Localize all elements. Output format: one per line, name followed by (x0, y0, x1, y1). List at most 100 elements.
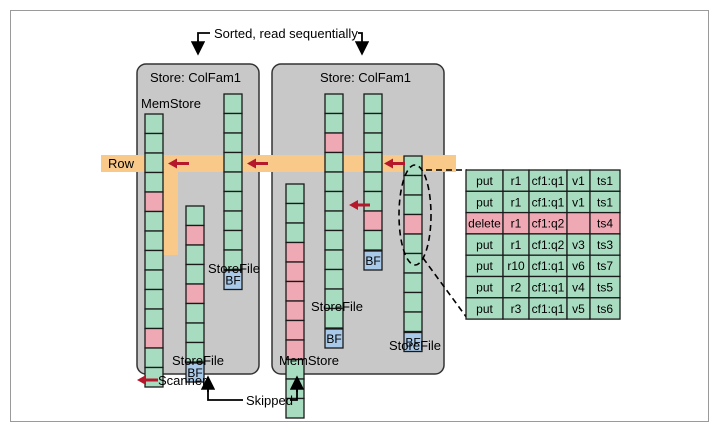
selection-highlight (398, 164, 432, 266)
keyvalue-table-text: r3 (511, 302, 522, 316)
keyvalue-cell (223, 132, 243, 154)
keyvalue-cell (144, 152, 164, 174)
storefile-label-1b: StoreFile (172, 353, 224, 368)
keyvalue-cell (144, 327, 164, 349)
keyvalue-cell (324, 93, 344, 115)
keyvalue-cell (324, 112, 344, 134)
store-title-1: Store: ColFam1 (150, 70, 241, 85)
keyvalue-cell (324, 171, 344, 193)
keyvalue-cell (223, 112, 243, 134)
keyvalue-table-text: r2 (511, 281, 522, 295)
scanner-arrow (247, 158, 268, 169)
keyvalue-table-text: v1 (572, 174, 585, 188)
keyvalue-cell (324, 210, 344, 232)
keyvalue-table-text: cf1:q2 (532, 238, 565, 252)
keyvalue-cell (223, 151, 243, 173)
memstore-label-1: MemStore (141, 96, 201, 111)
keyvalue-cell (403, 194, 423, 216)
bloom-filter-label: BF (365, 254, 380, 268)
bloom-filter-label: BF (326, 332, 341, 346)
keyvalue-cell (144, 288, 164, 310)
keyvalue-cell (223, 171, 243, 193)
storefile-1b-column: BF (185, 205, 205, 383)
keyvalue-table-text: put (476, 195, 493, 209)
keyvalue-cell (223, 210, 243, 232)
scanner-arrow (349, 200, 370, 210)
keyvalue-table-text: ts1 (597, 174, 613, 188)
keyvalue-cell (363, 112, 383, 134)
keyvalue-table-cell (589, 297, 621, 320)
keyvalue-cell (185, 302, 205, 324)
bloom-filter-box (403, 331, 423, 353)
keyvalue-table-text: cf1:q1 (532, 302, 565, 316)
keyvalue-table-text: put (476, 238, 493, 252)
storefile-2c-column: BF (403, 155, 423, 353)
keyvalue-cell (223, 93, 243, 115)
keyvalue-cell (144, 113, 164, 135)
keyvalue-table-text: ts6 (597, 302, 613, 316)
keyvalue-cell (144, 249, 164, 271)
keyvalue-cell (363, 229, 383, 251)
keyvalue-table-text: put (476, 302, 493, 316)
keyvalue-cell (363, 210, 383, 232)
keyvalue-cell (285, 202, 305, 224)
memstore-label-2: MemStore (279, 353, 339, 368)
top-label: Sorted, read sequentially (214, 26, 358, 41)
keyvalue-cell (185, 244, 205, 266)
keyvalue-table-text: cf1:q2 (532, 217, 565, 231)
legend-scanner-arrow (137, 375, 158, 385)
keyvalue-cell (363, 93, 383, 115)
keyvalue-cell (185, 322, 205, 344)
scanner-arrow (384, 158, 405, 169)
keyvalue-cell (144, 269, 164, 291)
keyvalue-cell (363, 151, 383, 173)
keyvalue-cell (185, 263, 205, 285)
bloom-filter-label: BF (225, 274, 240, 288)
bloom-filter-box (185, 362, 205, 383)
bloom-filter-label: BF (187, 366, 202, 380)
scanner-arrow (168, 158, 189, 169)
memstore-1-column (144, 113, 164, 388)
keyvalue-row: put r3 cf1:q1 v5 ts6 (465, 297, 621, 320)
keyvalue-cell (403, 174, 423, 196)
storefile-2b-column: BF (363, 93, 383, 271)
keyvalue-table-text: cf1:q1 (532, 195, 565, 209)
keyvalue-table-text: v5 (572, 302, 585, 316)
keyvalue-cell (324, 229, 344, 251)
bloom-filter-box (363, 250, 383, 271)
keyvalue-table-text: ts5 (597, 281, 613, 295)
keyvalue-cell (185, 341, 205, 363)
legend-scanner-label: Scanner (158, 373, 207, 388)
keyvalue-table-text: ts7 (597, 259, 613, 273)
keyvalue-cell (144, 230, 164, 252)
keyvalue-cell (363, 190, 383, 212)
keyvalue-cell (144, 191, 164, 213)
keyvalue-cell (324, 268, 344, 290)
keyvalue-table-text: put (476, 281, 493, 295)
keyvalue-cell (223, 190, 243, 212)
keyvalue-cell (403, 311, 423, 333)
keyvalue-table-text: cf1:q1 (532, 174, 565, 188)
keyvalue-table-text: r1 (511, 238, 522, 252)
keyvalue-cell (285, 222, 305, 244)
keyvalue-table-text: cf1:q1 (532, 259, 565, 273)
keyvalue-cell (363, 171, 383, 193)
keyvalue-table-text: cf1:q1 (532, 281, 565, 295)
scanner-arrows (168, 158, 405, 210)
keyvalue-cell (324, 307, 344, 329)
keyvalue-table-text: v1 (572, 195, 585, 209)
keyvalue-cell (185, 283, 205, 305)
keyvalue-cell (285, 241, 305, 263)
keyvalue-cell (285, 280, 305, 302)
storefile-label-2a: StoreFile (311, 299, 363, 314)
store-title-2: Store: ColFam1 (320, 70, 411, 85)
keyvalue-table-text: r1 (511, 174, 522, 188)
keyvalue-cell (285, 261, 305, 283)
keyvalue-cell (285, 183, 305, 205)
